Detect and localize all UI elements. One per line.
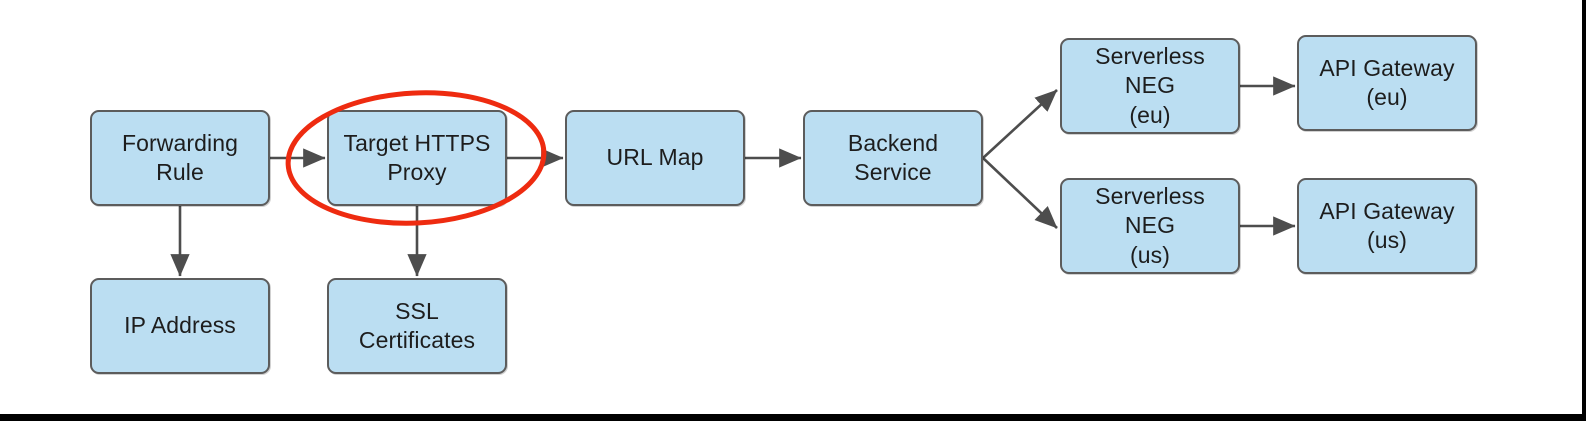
node-label-serverless-neg-us: Serverless NEG (us)	[1095, 182, 1205, 268]
node-label-serverless-neg-eu: Serverless NEG (eu)	[1095, 42, 1205, 128]
node-api-gateway-us[interactable]: API Gateway (us)	[1297, 178, 1477, 274]
edge-backend-service-to-serverless-neg-eu	[982, 89, 1058, 159]
node-label-api-gateway-us: API Gateway (us)	[1319, 197, 1455, 253]
node-label-ssl-certificates: SSL Certificates	[358, 297, 476, 353]
node-ip-address[interactable]: IP Address	[90, 278, 270, 374]
node-label-target-https-proxy: Target HTTPS Proxy	[343, 129, 491, 185]
node-target-https-proxy[interactable]: Target HTTPS Proxy	[327, 110, 507, 206]
node-label-ip-address: IP Address	[124, 312, 236, 339]
edge-backend-service-to-serverless-neg-us	[982, 157, 1058, 229]
node-label-backend-service: Backend Service	[847, 129, 939, 185]
page-right-border	[1582, 0, 1586, 421]
node-label-url-map: URL Map	[606, 144, 704, 171]
node-url-map[interactable]: URL Map	[565, 110, 745, 206]
node-api-gateway-eu[interactable]: API Gateway (eu)	[1297, 35, 1477, 131]
node-label-forwarding-rule: Forwarding Rule	[121, 129, 239, 185]
page-bottom-border	[0, 414, 1586, 421]
node-backend-service[interactable]: Backend Service	[803, 110, 983, 206]
node-ssl-certificates[interactable]: SSL Certificates	[327, 278, 507, 374]
node-forwarding-rule[interactable]: Forwarding Rule	[90, 110, 270, 206]
node-serverless-neg-us[interactable]: Serverless NEG (us)	[1060, 178, 1240, 274]
node-serverless-neg-eu[interactable]: Serverless NEG (eu)	[1060, 38, 1240, 134]
node-label-api-gateway-eu: API Gateway (eu)	[1319, 54, 1455, 110]
